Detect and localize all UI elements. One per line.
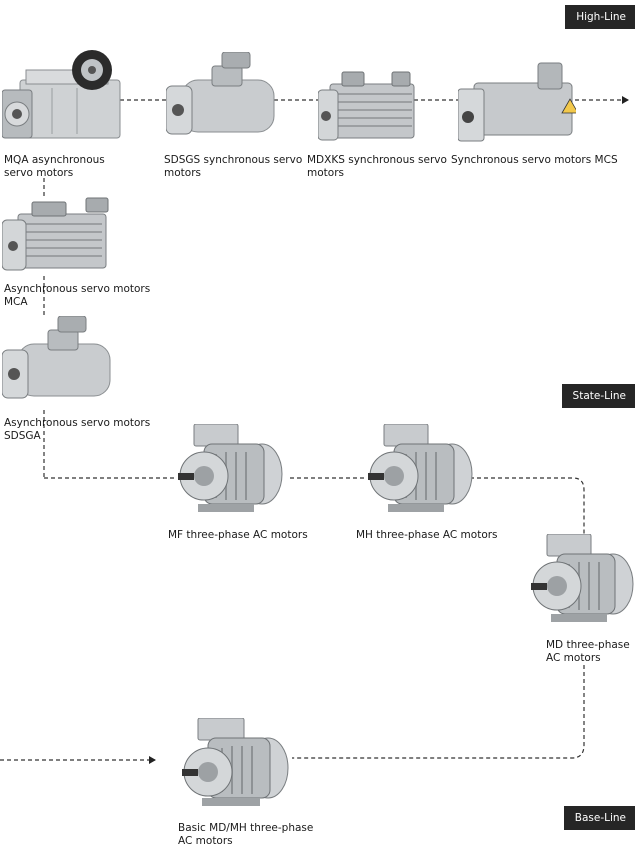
high-line-badge: High-Line xyxy=(565,5,635,29)
md-motor-image xyxy=(531,534,634,622)
mh-motor-image xyxy=(368,424,473,512)
mca-caption-line1: Asynchronous servo motors xyxy=(4,283,151,295)
mcs-motor-image xyxy=(458,62,576,142)
mqa-caption: MQA asynchronous servo motors xyxy=(4,154,105,179)
mca-caption-line2: MCA xyxy=(4,295,28,308)
mcs-caption: Synchronous servo motors MCS xyxy=(451,154,618,167)
mdxks-caption-line2: motors xyxy=(307,166,344,179)
md-caption-line1: MD three-phase xyxy=(546,639,630,651)
md-to-base-connector xyxy=(292,665,585,759)
mdxks-caption: MDXKS synchronous servo motors xyxy=(307,154,447,179)
state-line-badge: State-Line xyxy=(561,384,635,408)
basic-caption-line2: AC motors xyxy=(178,834,233,847)
basic-caption-line1: Basic MD/MH three-phase xyxy=(178,822,314,834)
mf-caption: MF three-phase AC motors xyxy=(168,529,308,542)
mqa-motor-image xyxy=(2,50,121,139)
sdsgs-motor-image xyxy=(166,52,275,135)
base-line-badge: Base-Line xyxy=(563,806,635,830)
sdsga-caption-line2: SDSGA xyxy=(4,429,41,442)
md-caption-line2: AC motors xyxy=(546,651,601,664)
mh-caption-line1: MH three-phase AC motors xyxy=(356,529,498,541)
mh-caption: MH three-phase AC motors xyxy=(356,529,498,542)
basic-md-mh-motor-image xyxy=(182,718,289,806)
mqa-caption-line2: servo motors xyxy=(4,166,74,179)
mdxks-motor-image xyxy=(318,71,415,141)
mf-motor-image xyxy=(178,424,283,512)
mca-caption: Asynchronous servo motors MCA xyxy=(4,283,150,308)
mdxks-caption-line1: MDXKS synchronous servo xyxy=(307,154,447,166)
stateline-connector xyxy=(44,477,585,535)
sdsgs-caption-line2: motors xyxy=(164,166,201,179)
sdsga-motor-image xyxy=(2,316,111,399)
md-caption: MD three-phase AC motors xyxy=(546,639,630,664)
sdsgs-caption-line1: SDSGS synchronous servo xyxy=(164,154,303,166)
mca-motor-image xyxy=(2,197,109,271)
mf-caption-line1: MF three-phase AC motors xyxy=(168,529,308,541)
sdsga-caption: Asynchronous servo motors SDSGA xyxy=(4,417,150,442)
sdsgs-caption: SDSGS synchronous servo motors xyxy=(164,154,302,179)
sdsga-caption-line1: Asynchronous servo motors xyxy=(4,417,151,429)
basic-caption: Basic MD/MH three-phase AC motors xyxy=(178,822,313,847)
mqa-caption-line1: MQA asynchronous xyxy=(4,154,105,166)
mcs-caption-line1: Synchronous servo motors MCS xyxy=(451,154,618,166)
